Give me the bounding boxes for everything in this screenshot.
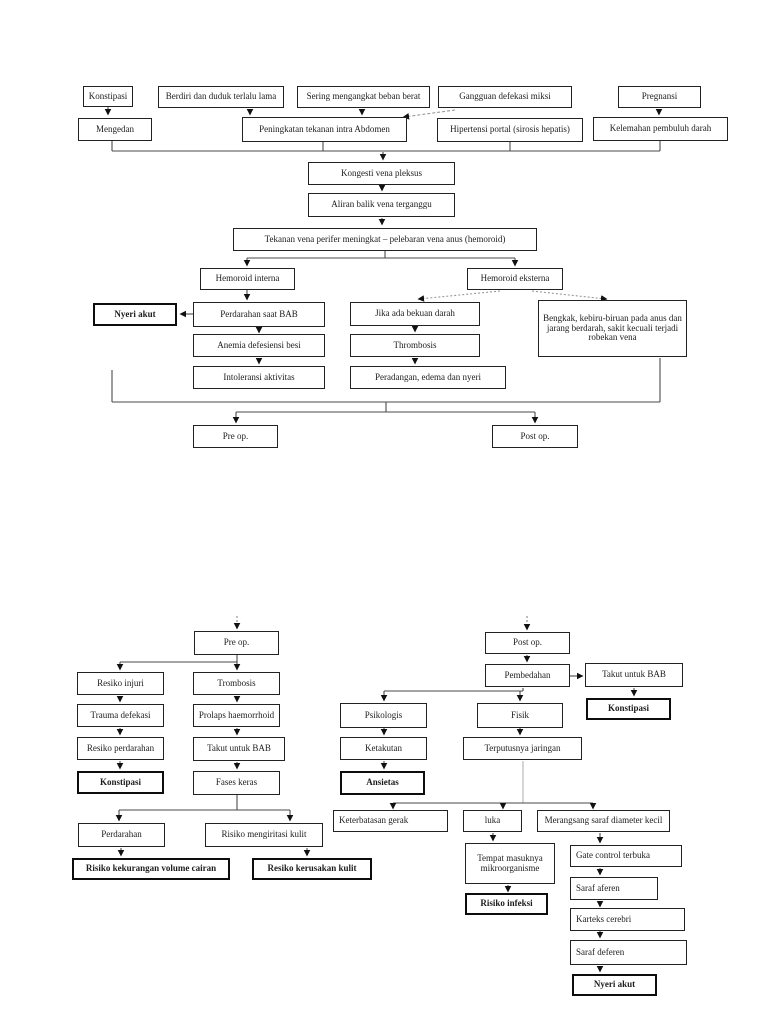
node-kerusakan-kulit-dx: Resiko kerusakan kulit bbox=[252, 858, 372, 880]
node-keterbatasan-gerak: Keterbatasan gerak bbox=[333, 810, 448, 832]
node-konstipasi-dx-b: Konstipasi bbox=[586, 698, 671, 720]
node-takut-bab-b: Takut untuk BAB bbox=[585, 663, 683, 687]
node-luka: luka bbox=[463, 810, 522, 832]
node-konstipasi-cause: Konstipasi bbox=[83, 86, 133, 107]
node-nyeri-akut-dx: Nyeri akut bbox=[93, 303, 177, 326]
node-karteks-cerebri: Karteks cerebri bbox=[570, 908, 685, 931]
node-kongesti-vena: Kongesti vena pleksus bbox=[308, 162, 455, 185]
node-mengiritasi-kulit: Risiko mengiritasi kulit bbox=[205, 823, 323, 847]
node-saraf-deferen: Saraf deferen bbox=[570, 940, 687, 965]
node-prolaps: Prolaps haemorrhoid bbox=[193, 704, 280, 727]
node-intoleransi: Intoleransi aktivitas bbox=[193, 366, 325, 389]
node-pre-op-1: Pre op. bbox=[193, 425, 278, 448]
node-gangguan-defekasi: Gangguan defekasi miksi bbox=[438, 86, 572, 108]
node-risiko-infeksi-dx: Risiko infeksi bbox=[465, 893, 548, 915]
node-takut-bab-a: Takut untuk BAB bbox=[193, 737, 285, 761]
node-trauma-defekasi: Trauma defekasi bbox=[77, 704, 164, 727]
node-tekanan-perifer: Tekanan vena perifer meningkat – pelebar… bbox=[233, 228, 537, 251]
node-perdarahan-2: Perdarahan bbox=[78, 823, 165, 847]
node-anemia: Anemia defesiensi besi bbox=[193, 334, 325, 357]
node-ketakutan: Ketakutan bbox=[340, 737, 427, 760]
node-kelemahan-pembuluh: Kelemahan pembuluh darah bbox=[593, 117, 728, 141]
node-hemoroid-interna: Hemoroid interna bbox=[200, 268, 295, 290]
node-post-op-2: Post op. bbox=[485, 632, 570, 654]
node-trombosis-2: Trombosis bbox=[193, 672, 280, 695]
node-pregnansi: Pregnansi bbox=[618, 86, 701, 108]
node-peningkatan-tekanan: Peningkatan tekanan intra Abdomen bbox=[242, 117, 407, 142]
node-mengangkat-beban: Sering mengangkat beban berat bbox=[297, 86, 430, 108]
node-resiko-perdarahan: Resiko perdarahan bbox=[77, 737, 164, 760]
node-nyeri-akut-dx-2: Nyeri akut bbox=[572, 974, 657, 996]
node-terputus-jaringan: Terputusnya jaringan bbox=[463, 737, 582, 760]
node-hipertensi-portal: Hipertensi portal (sirosis hepatis) bbox=[437, 118, 583, 142]
node-gate-control: Gate control terbuka bbox=[570, 845, 682, 867]
node-mengedan: Mengedan bbox=[78, 118, 152, 141]
node-hemoroid-eksterna: Hemoroid eksterna bbox=[467, 268, 563, 290]
node-pembedahan: Pembedahan bbox=[485, 664, 570, 687]
node-perdarahan-bab: Perdarahan saat BAB bbox=[193, 302, 325, 327]
node-tempat-masuk-mikroorganisme: Tempat masuknya mikroorganisme bbox=[465, 843, 555, 884]
node-fases-keras: Fases keras bbox=[193, 771, 280, 795]
node-fisik: Fisik bbox=[477, 703, 563, 728]
node-ansietas-dx: Ansietas bbox=[340, 771, 425, 795]
node-pre-op-2: Pre op. bbox=[194, 631, 279, 655]
node-thrombosis: Thrombosis bbox=[350, 334, 480, 357]
node-merangsang-saraf: Merangsang saraf diameter kecil bbox=[537, 810, 670, 832]
node-resiko-injuri: Resiko injuri bbox=[77, 672, 164, 695]
node-post-op-1: Post op. bbox=[492, 425, 578, 448]
node-peradangan: Peradangan, edema dan nyeri bbox=[350, 366, 506, 389]
node-saraf-aferen: Saraf aferen bbox=[570, 877, 658, 900]
node-bekuan-darah: Jika ada bekuan darah bbox=[350, 302, 480, 326]
node-berdiri-duduk: Berdiri dan duduk terlalu lama bbox=[158, 86, 284, 108]
node-psikologis: Psikologis bbox=[340, 703, 427, 728]
node-kekurangan-cairan-dx: Risiko kekurangan volume cairan bbox=[72, 858, 230, 880]
node-aliran-balik: Aliran balik vena terganggu bbox=[308, 193, 455, 217]
node-bengkak: Bengkak, kebiru-biruan pada anus dan jar… bbox=[538, 300, 687, 357]
node-konstipasi-dx-a: Konstipasi bbox=[77, 771, 164, 794]
